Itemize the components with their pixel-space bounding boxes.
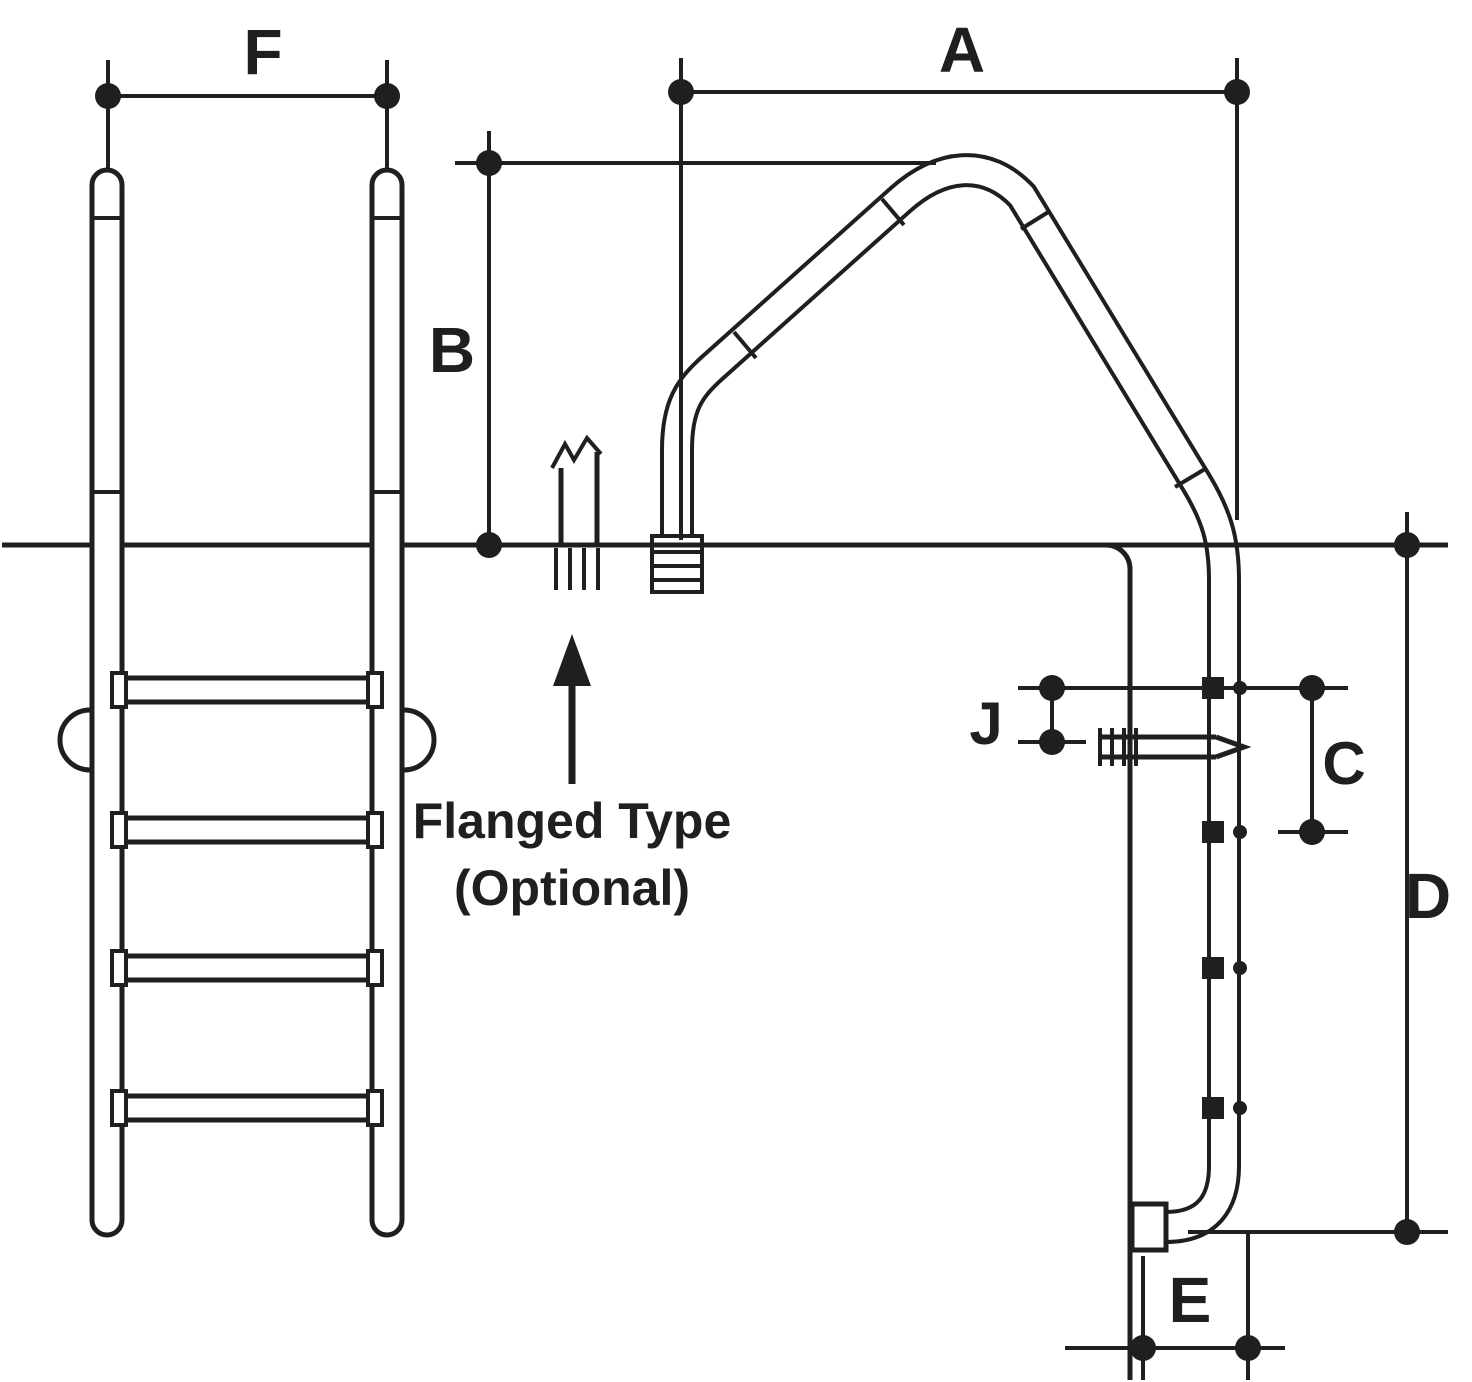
flange-tube-break-line	[550, 434, 603, 469]
front-view	[57, 167, 437, 1238]
dim-b-dot-bottom	[476, 532, 502, 558]
step-marker-square-3	[1202, 957, 1224, 979]
flange-tube-walls	[558, 452, 600, 545]
anchor-socket-ribs	[652, 550, 702, 582]
rung-4	[119, 1093, 375, 1123]
dim-j-label: J	[969, 690, 1002, 757]
tube-joint-tick	[732, 330, 758, 360]
rung-1-bracket-left	[110, 671, 128, 709]
dim-a-lines	[679, 58, 1239, 540]
dim-e-dot-right	[1235, 1335, 1261, 1361]
flanged-type-detail	[550, 434, 603, 590]
dim-c-dot-bottom	[1299, 819, 1325, 845]
step-tube-walls	[1098, 734, 1216, 760]
step-marker-dot-3	[1233, 961, 1247, 975]
rail-joint-ticks	[92, 216, 402, 494]
rung-3	[119, 953, 375, 983]
dim-j-dot-top	[1039, 675, 1065, 701]
dim-f-lines	[106, 60, 389, 172]
up-arrow-icon	[553, 634, 591, 686]
step-marker-square-4	[1202, 1097, 1224, 1119]
rung-3-bracket-left	[110, 949, 128, 987]
rung-1-bracket-right	[366, 671, 384, 709]
dim-f-dot-left	[95, 83, 121, 109]
rung-4-bracket-left	[110, 1089, 128, 1127]
tube-joint-tick	[1173, 467, 1207, 489]
dim-f-dot-right	[374, 83, 400, 109]
rung-3-bracket-right	[366, 949, 384, 987]
dim-d-dot-top	[1394, 532, 1420, 558]
dim-e-label: E	[1169, 1264, 1212, 1336]
step-tube-point	[1215, 734, 1252, 760]
flanged-note: Flanged Type (Optional)	[413, 634, 732, 916]
dim-c-label: C	[1322, 730, 1365, 797]
dim-e-dot-left	[1130, 1335, 1156, 1361]
dim-a-dot-right	[1224, 79, 1250, 105]
step-marker-dot-4	[1233, 1101, 1247, 1115]
handrail-tube-bore	[664, 157, 1237, 1240]
tube-joint-tick	[1019, 209, 1052, 231]
pool-wall-line	[1105, 542, 1133, 1380]
dimensions: F A B J C D E	[95, 14, 1451, 1380]
tube-end-cap	[1129, 1201, 1169, 1253]
dim-a-label: A	[939, 14, 985, 86]
flanged-note-line1: Flanged Type	[413, 793, 732, 849]
dim-b-lines	[455, 131, 936, 545]
rung-2	[119, 815, 375, 845]
step-marker-dot-2	[1233, 825, 1247, 839]
dim-b-label: B	[429, 314, 475, 386]
rung-2-bracket-left	[110, 811, 128, 849]
tube-joint-tick	[880, 197, 906, 227]
flanged-note-line2: (Optional)	[454, 860, 690, 916]
step-marker-square-2	[1202, 821, 1224, 843]
dim-j-dot-bottom	[1039, 729, 1065, 755]
dim-d-label: D	[1405, 860, 1451, 932]
dim-f-label: F	[243, 16, 282, 88]
dim-a-dot-left	[668, 79, 694, 105]
side-view	[650, 153, 1241, 1253]
dim-c-dot-top	[1299, 675, 1325, 701]
step-anchor-hatch	[1098, 728, 1138, 766]
dim-b-dot-top	[476, 150, 502, 176]
flange-hatch-lines	[554, 548, 600, 590]
rung-1	[119, 675, 375, 705]
deck	[2, 542, 1448, 1380]
dim-d-dot-bottom	[1394, 1219, 1420, 1245]
rung-2-bracket-right	[366, 811, 384, 849]
step-detail	[1098, 677, 1252, 1119]
rung-4-bracket-right	[366, 1089, 384, 1127]
